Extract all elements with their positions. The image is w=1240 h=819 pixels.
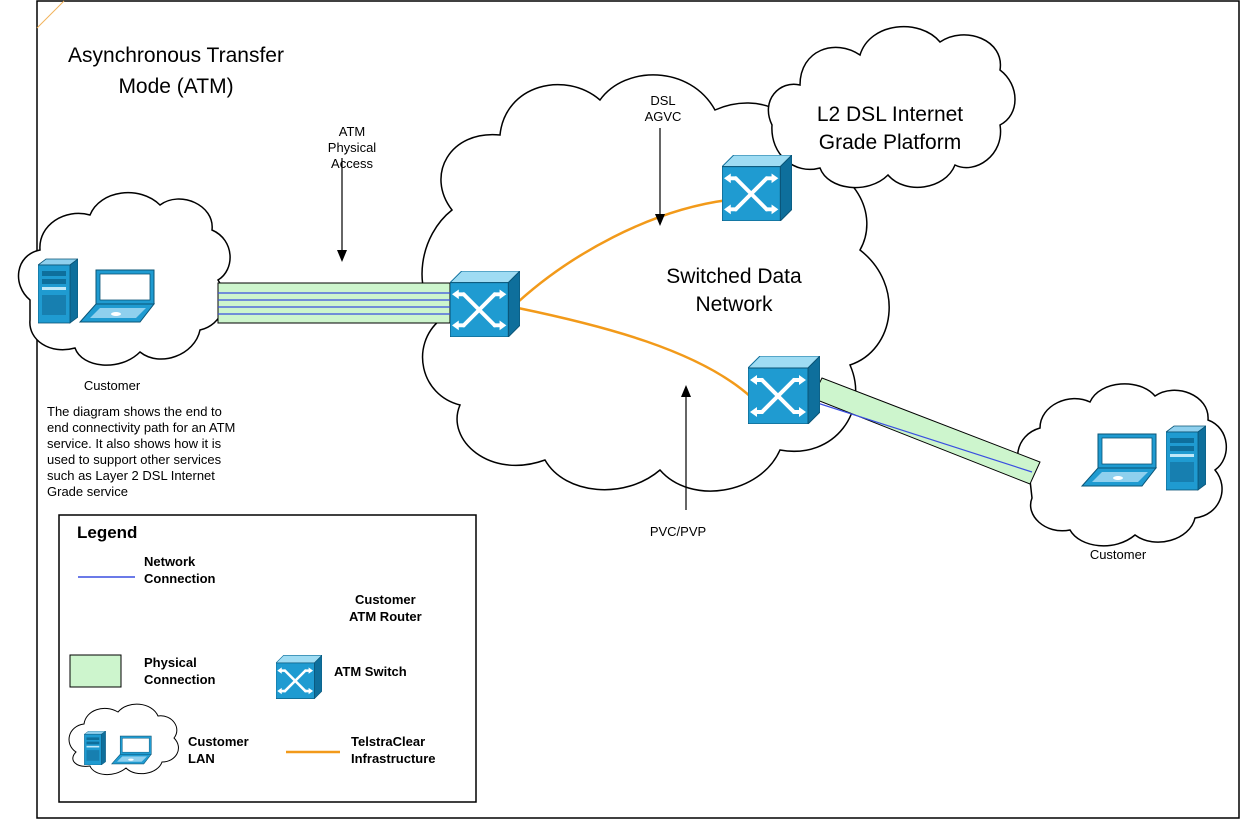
pvc-line-lower [517,306,753,399]
legend-network-label-line1: Network [144,554,196,569]
atm-switch-icon-dsl [722,155,792,221]
atm-switch-icon-edge [450,271,520,337]
dsl-agvc-label-line2: AGVC [645,109,682,124]
legend: Legend Network Connection Customer ATM R… [58,514,477,803]
server-tower-icon-right [1166,425,1206,491]
legend-telstra-label-line2: Infrastructure [351,751,436,766]
legend-lan-label-line2: LAN [188,751,215,766]
network-connection-right [807,399,1033,473]
legend-physical-swatch [69,654,122,688]
legend-physical-label-line1: Physical [144,655,197,670]
legend-telstra-label-line1: TelstraClear [351,734,425,749]
legend-switch-label: ATM Switch [334,664,407,679]
dsl-agvc-label-line1: DSL [650,93,675,108]
diagram-frame [36,0,1240,819]
description-line6: Grade service [47,484,128,499]
network-connections-left [218,292,452,315]
atm-access-label-line3: Access [331,156,373,171]
l2-dsl-platform-cloud [767,25,1016,189]
customer-left-label: Customer [84,378,141,393]
description-line1: The diagram shows the end to [47,404,222,419]
legend-network-label-line2: Connection [144,571,216,586]
diagram-title-line2: Mode (ATM) [118,75,233,98]
pvc-pvp-arrowhead [681,385,691,397]
physical-connection-right [811,377,1041,485]
legend-physical-label-line2: Connection [144,672,216,687]
physical-connection-left [217,282,451,324]
atm-access-label-line1: ATM [339,124,365,139]
l2-platform-label-line1: L2 DSL Internet [817,103,963,126]
l2-platform-label-line2: Grade Platform [819,131,961,154]
customer-right-label: Customer [1090,547,1147,562]
atm-switch-icon-core [748,356,820,424]
legend-router-label-line1: Customer [355,592,416,607]
description-line2: end connectivity path for an ATM [47,420,235,435]
switched-network-label-line2: Network [695,293,773,316]
switched-network-label-line1: Switched Data [666,265,802,288]
pvc-pvp-label: PVC/PVP [650,524,706,539]
legend-heading: Legend [77,523,137,542]
pvc-line-upper [517,198,729,303]
server-tower-icon-legend [84,731,106,765]
legend-router-label-line2: ATM Router [349,609,422,624]
description-line5: such as Layer 2 DSL Internet [47,468,215,483]
diagram-title-line1: Asynchronous Transfer [68,44,284,67]
atm-switch-icon-legend [276,655,322,699]
description-line3: service. It also shows how it is [47,436,222,451]
atm-access-arrowhead [337,250,347,262]
atm-access-label-line2: Physical [328,140,377,155]
dsl-agvc-arrowhead [655,214,665,226]
server-tower-icon-left [38,258,78,324]
legend-lan-label-line1: Customer [188,734,249,749]
description-line4: used to support other services [47,452,222,467]
frame-corner-mark [36,0,65,29]
